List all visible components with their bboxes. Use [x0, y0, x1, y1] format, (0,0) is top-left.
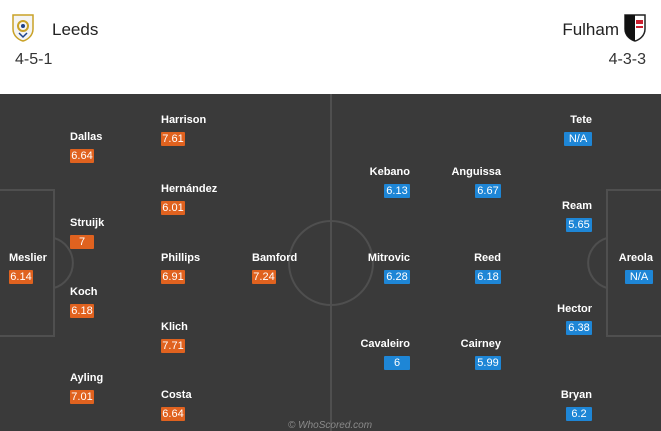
player-kebano[interactable]: Kebano 6.13 [320, 166, 410, 199]
player-rating: 6.2 [566, 407, 592, 421]
player-name: Bamford [252, 252, 298, 264]
player-name: Cairney [460, 338, 501, 350]
player-anguissa[interactable]: Anguissa 6.67 [411, 166, 501, 199]
leeds-crest-icon [12, 14, 34, 42]
pitch: Dallas 6.64 Harrison 7.61 Hernández 6.01… [0, 94, 661, 431]
player-rating: 7.61 [161, 132, 185, 146]
player-name: Mitrovic [367, 252, 410, 264]
pitch-markings [0, 94, 661, 431]
player-name: Hernández [161, 183, 218, 195]
player-rating: 7.71 [161, 339, 185, 353]
player-reed[interactable]: Reed 6.18 [411, 252, 501, 285]
player-ayling[interactable]: Ayling 7.01 [70, 372, 160, 405]
player-name: Anguissa [451, 166, 501, 178]
player-hernandez[interactable]: Hernández 6.01 [161, 183, 251, 216]
player-name: Areola [618, 252, 653, 264]
player-rating: 6.91 [161, 270, 185, 284]
player-rating: N/A [564, 132, 592, 146]
player-rating: 5.99 [475, 356, 501, 370]
player-rating: 6 [384, 356, 410, 370]
player-tete[interactable]: Tete N/A [502, 114, 592, 147]
player-koch[interactable]: Koch 6.18 [70, 286, 160, 319]
player-klich[interactable]: Klich 7.71 [161, 321, 251, 354]
player-mitrovic[interactable]: Mitrovic 6.28 [320, 252, 410, 285]
player-dallas[interactable]: Dallas 6.64 [70, 131, 160, 164]
player-costa[interactable]: Costa 6.64 [161, 389, 251, 422]
player-cairney[interactable]: Cairney 5.99 [411, 338, 501, 371]
player-name: Tete [570, 114, 592, 126]
player-name: Meslier [9, 252, 47, 264]
player-rating: 7.01 [70, 390, 94, 404]
away-team-name[interactable]: Fulham [562, 20, 619, 39]
player-struijk[interactable]: Struijk 7 [70, 217, 160, 250]
player-rating: 7.24 [252, 270, 276, 284]
whoscored-watermark: © WhoScored.com [288, 420, 373, 431]
player-name: Costa [161, 389, 192, 401]
player-cavaleiro[interactable]: Cavaleiro 6 [320, 338, 410, 371]
player-name: Dallas [70, 131, 103, 143]
player-name: Cavaleiro [360, 338, 410, 350]
player-name: Bryan [560, 389, 592, 401]
home-team-name[interactable]: Leeds [52, 20, 99, 39]
player-name: Klich [161, 321, 188, 333]
player-rating: 7 [70, 235, 94, 249]
player-phillips[interactable]: Phillips 6.91 [161, 252, 251, 285]
player-rating: 6.38 [566, 321, 592, 335]
player-areola[interactable]: Areola N/A [563, 252, 653, 285]
player-name: Ayling [70, 372, 104, 384]
player-rating: N/A [625, 270, 653, 284]
player-rating: 6.13 [384, 184, 410, 198]
match-header: Leeds 4-5-1 Fulham 4-3-3 [0, 0, 661, 94]
player-name: Harrison [161, 114, 207, 126]
player-rating: 6.28 [384, 270, 410, 284]
player-rating: 6.18 [70, 304, 94, 318]
player-name: Kebano [369, 166, 410, 178]
player-name: Koch [70, 286, 98, 298]
player-name: Reed [474, 252, 501, 264]
player-hector[interactable]: Hector 6.38 [502, 303, 592, 336]
player-name: Phillips [161, 252, 201, 264]
player-rating: 6.14 [9, 270, 33, 284]
player-rating: 6.18 [475, 270, 501, 284]
player-name: Hector [557, 303, 592, 315]
player-rating: 6.67 [475, 184, 501, 198]
player-rating: 6.64 [161, 407, 185, 421]
player-name: Struijk [70, 217, 105, 229]
player-rating: 5.65 [566, 218, 592, 232]
player-rating: 6.64 [70, 149, 94, 163]
player-bryan[interactable]: Bryan 6.2 [502, 389, 592, 422]
player-ream[interactable]: Ream 5.65 [502, 200, 592, 233]
player-harrison[interactable]: Harrison 7.61 [161, 114, 251, 147]
player-name: Ream [562, 200, 592, 212]
fulham-crest-icon [624, 14, 646, 42]
player-rating: 6.01 [161, 201, 185, 215]
player-meslier[interactable]: Meslier 6.14 [9, 252, 99, 285]
away-formation: 4-3-3 [608, 51, 646, 68]
player-bamford[interactable]: Bamford 7.24 [252, 252, 342, 285]
home-formation: 4-5-1 [15, 51, 53, 68]
